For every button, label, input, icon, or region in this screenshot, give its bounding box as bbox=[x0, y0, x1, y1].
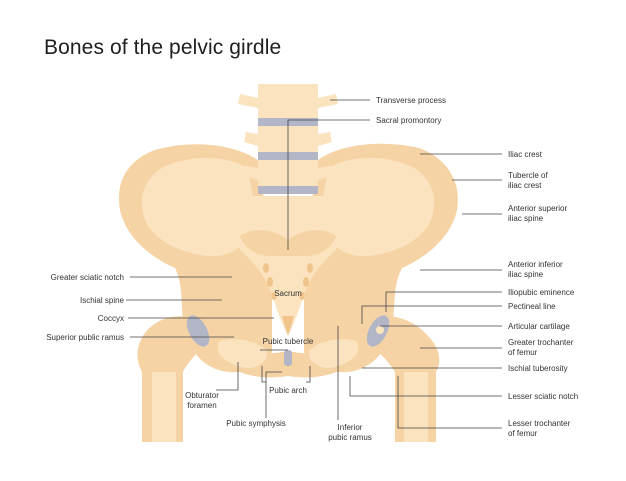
label-sacral-promontory: Sacral promontory bbox=[376, 116, 441, 125]
label-anterior-inferior-iliac-spine-1: Anterior inferior bbox=[508, 260, 563, 269]
label-inferior-pubic-ramus-2: pubic ramus bbox=[328, 433, 372, 442]
label-greater-sciatic-notch: Greater sciatic notch bbox=[51, 273, 124, 282]
label-anterior-inferior-iliac-spine-2: iliac spine bbox=[508, 270, 544, 279]
label-lesser-trochanter-1: Lesser trochanter bbox=[508, 419, 571, 428]
label-pubic-symphysis: Pubic symphysis bbox=[226, 419, 286, 428]
pubic-symphysis-cartilage bbox=[284, 350, 292, 366]
label-ischial-spine: Ischial spine bbox=[80, 296, 125, 305]
label-lesser-sciatic-notch: Lesser sciatic notch bbox=[508, 392, 578, 401]
label-pectineal-line: Pectineal line bbox=[508, 302, 556, 311]
label-sacrum: Sacrum bbox=[274, 289, 302, 298]
label-superior-pubic-ramus: Superior public ramus bbox=[46, 333, 124, 342]
label-pubic-arch: Pubic arch bbox=[269, 386, 307, 395]
leader-lines bbox=[126, 99, 502, 429]
left-acetabulum-cartilage bbox=[186, 315, 210, 347]
label-iliac-crest: Iliac crest bbox=[508, 150, 543, 159]
label-ischial-tuberosity: Ischial tuberosity bbox=[508, 364, 568, 373]
label-lesser-trochanter-2: of femur bbox=[508, 429, 538, 438]
label-tubercle-of-iliac-crest-1: Tubercle of bbox=[508, 171, 549, 180]
label-pubic-tubercle: Pubic tubercle bbox=[263, 337, 314, 346]
label-greater-trochanter-2: of femur bbox=[508, 348, 538, 357]
labels: Transverse process Sacral promontory Ili… bbox=[46, 96, 578, 442]
label-articular-cartilage: Articular cartilage bbox=[508, 322, 570, 331]
label-inferior-pubic-ramus-1: Inferior bbox=[338, 423, 363, 432]
label-greater-trochanter-1: Greater trochanter bbox=[508, 338, 574, 347]
label-obturator-foramen-2: foramen bbox=[187, 401, 216, 410]
sacral-foramina bbox=[263, 263, 313, 300]
label-tubercle-of-iliac-crest-2: iliac crest bbox=[508, 181, 542, 190]
label-anterior-superior-iliac-spine-2: iliac spine bbox=[508, 214, 544, 223]
label-anterior-superior-iliac-spine-1: Anterior superior bbox=[508, 204, 567, 213]
label-transverse-process: Transverse process bbox=[376, 96, 446, 105]
label-iliopubic-eminence: Iliopubic eminence bbox=[508, 288, 575, 297]
label-obturator-foramen-1: Obturator bbox=[185, 391, 219, 400]
diagram-title: Bones of the pelvic girdle bbox=[44, 36, 282, 59]
label-coccyx: Coccyx bbox=[98, 314, 124, 323]
